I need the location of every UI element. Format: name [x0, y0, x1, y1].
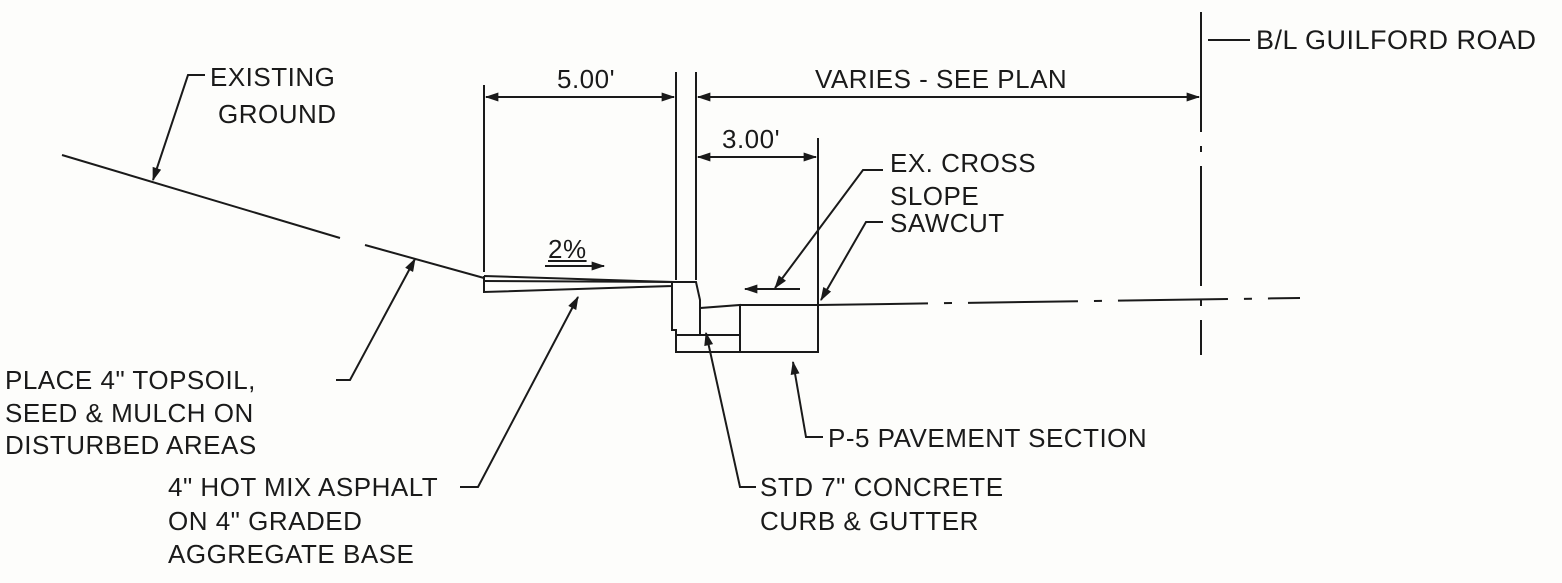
pavement-section	[739, 304, 819, 353]
label-dim-varies: VARIES - SEE PLAN	[815, 64, 1068, 94]
asphalt-path	[483, 275, 673, 294]
road-surface	[817, 297, 1301, 306]
label-dim-walk: 5.00'	[557, 64, 616, 94]
label-curb-2: CURB & GUTTER	[760, 506, 979, 536]
leader-pavement	[790, 360, 823, 438]
leader-curb	[704, 331, 756, 488]
label-pavement: P-5 PAVEMENT SECTION	[828, 423, 1148, 453]
label-existing-ground-1: EXISTING	[210, 62, 336, 92]
label-dim-gutter: 3.00'	[722, 124, 781, 154]
label-sawcut: SAWCUT	[890, 208, 1005, 238]
label-slope: 2%	[548, 234, 587, 264]
label-topsoil-2: SEED & MULCH ON	[5, 398, 254, 428]
label-curb-1: STD 7" CONCRETE	[760, 472, 1004, 502]
label-topsoil-1: PLACE 4" TOPSOIL,	[5, 365, 256, 395]
leader-ex-cross-slope	[774, 169, 883, 289]
label-asphalt-1: 4" HOT MIX ASPHALT	[168, 472, 439, 502]
leader-sawcut	[820, 221, 883, 301]
existing-ground-line	[61, 154, 485, 279]
leader-existing-ground	[152, 74, 205, 182]
label-topsoil-3: DISTURBED AREAS	[5, 430, 257, 460]
leader-asphalt	[460, 296, 579, 488]
leader-topsoil	[336, 258, 416, 381]
curb-gutter	[671, 281, 741, 353]
label-ex-cross-slope-2: SLOPE	[890, 181, 980, 211]
label-baseline: B/L GUILFORD ROAD	[1256, 25, 1537, 55]
label-ex-cross-slope-1: EX. CROSS	[890, 148, 1037, 178]
label-asphalt-2: ON 4" GRADED	[168, 506, 363, 536]
label-existing-ground-2: GROUND	[218, 99, 337, 129]
label-asphalt-3: AGGREGATE BASE	[168, 539, 415, 569]
